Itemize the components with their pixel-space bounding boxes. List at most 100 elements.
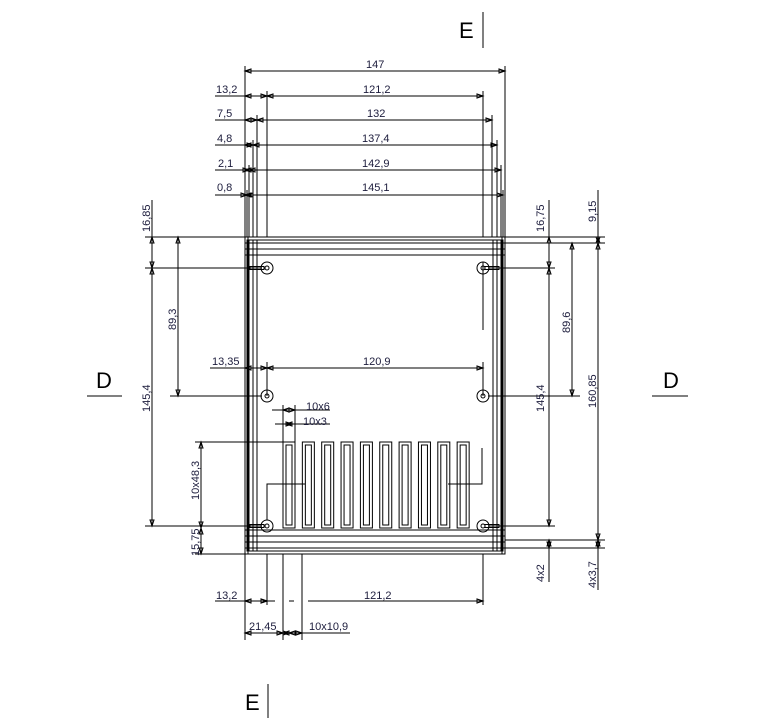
dim-16-75: 16,75 — [535, 204, 547, 232]
arrowhead — [175, 389, 181, 398]
arrowhead — [546, 538, 552, 547]
mounting-hole-center — [480, 523, 486, 529]
arrowhead — [295, 630, 304, 636]
slot-inner — [362, 444, 370, 526]
arrowhead — [251, 142, 260, 148]
arrowhead — [175, 235, 181, 244]
section-label-left: D — [96, 368, 112, 393]
arrowhead — [282, 630, 291, 636]
dim-15-75: 15,75 — [190, 528, 202, 556]
arrowhead — [198, 526, 204, 535]
arrowhead — [260, 365, 269, 371]
arrowhead — [243, 192, 252, 198]
arrowhead — [198, 547, 204, 556]
section-label-bottom: E — [245, 690, 260, 715]
dim-4x2: 4x2 — [535, 564, 547, 582]
arrowhead — [260, 93, 269, 99]
slot-inner — [382, 444, 390, 526]
dim-16-85: 16,85 — [141, 204, 153, 232]
arrowhead — [595, 241, 601, 250]
mounting-hole — [260, 261, 274, 275]
dim-4x3-7: 4x3,7 — [587, 561, 599, 588]
dim-145-1: 145,1 — [362, 182, 390, 194]
arrowhead — [276, 630, 285, 636]
slot — [301, 441, 315, 529]
slot — [417, 441, 431, 529]
slot — [379, 441, 393, 529]
slot — [359, 441, 373, 529]
slot-inner — [304, 444, 312, 526]
arrowhead — [498, 68, 507, 74]
mounting-hole-center — [264, 523, 270, 529]
dim-0-8: 0,8 — [217, 182, 232, 194]
dim-121-2: 121,2 — [363, 84, 391, 96]
arrowhead — [265, 93, 274, 99]
arrowhead — [250, 117, 259, 123]
arrowhead — [285, 421, 294, 427]
slot-inner — [459, 444, 467, 526]
arrowhead — [288, 407, 297, 413]
arrowhead — [149, 235, 155, 244]
dim-89-3: 89,3 — [167, 309, 179, 330]
arrowhead — [569, 389, 575, 398]
dim-13-2: 13,2 — [216, 84, 237, 96]
arrowhead — [265, 365, 274, 371]
arrowhead — [546, 541, 552, 550]
arrowhead — [476, 93, 485, 99]
slot-inner — [420, 444, 428, 526]
arrowhead — [476, 598, 485, 604]
section-label-right: D — [663, 368, 679, 393]
arrowhead — [243, 93, 252, 99]
arrowhead — [243, 598, 252, 604]
dim-142-9: 142,9 — [362, 158, 390, 170]
arrowhead — [546, 261, 552, 270]
arrowhead — [595, 538, 601, 547]
arrowhead — [149, 519, 155, 528]
arrowhead — [569, 241, 575, 250]
leader-line — [266, 483, 305, 520]
dim-9-15: 9,15 — [587, 201, 599, 222]
arrowhead — [546, 266, 552, 275]
arrowhead — [198, 521, 204, 530]
arrowhead — [242, 167, 251, 173]
arrowhead — [243, 142, 252, 148]
arrowhead — [198, 440, 204, 449]
arrowhead — [246, 142, 255, 148]
dim-2-1: 2,1 — [218, 158, 233, 170]
frame-outline — [246, 239, 504, 552]
arrowhead — [595, 533, 601, 542]
dim-21-45: 21,45 — [249, 621, 277, 633]
slot — [456, 441, 470, 529]
section-label-top: E — [459, 18, 474, 43]
dim-132: 132 — [367, 108, 385, 120]
slot — [321, 441, 335, 529]
dimension-labels: E E D D 147 13,2 121,2 7,5 132 4,8 137,4… — [96, 18, 679, 715]
arrowhead — [255, 117, 264, 123]
mounting-hole-center — [264, 265, 270, 271]
frame-outline — [248, 239, 502, 552]
slot-inner — [324, 444, 332, 526]
dim-right-145-4: 145,4 — [535, 384, 547, 412]
dim-10x3: 10x3 — [303, 416, 327, 428]
dim-120-9: 120,9 — [363, 356, 391, 368]
arrowhead — [149, 266, 155, 275]
dim-13-35: 13,35 — [212, 356, 240, 368]
dim-137-4: 137,4 — [362, 133, 390, 145]
slot-inner — [285, 444, 293, 526]
dim-4-8: 4,8 — [217, 133, 232, 145]
slot — [282, 441, 296, 529]
arrowhead — [243, 68, 252, 74]
slot-inner — [343, 444, 351, 526]
arrowhead — [287, 630, 296, 636]
arrowhead — [546, 235, 552, 244]
arrowhead — [243, 630, 252, 636]
arrowhead — [595, 541, 601, 550]
dim-left-145-4: 145,4 — [141, 384, 153, 412]
dim-160-85: 160,85 — [587, 374, 599, 408]
drawing-geometry — [87, 12, 688, 718]
leader-line — [448, 448, 483, 485]
arrowhead — [149, 261, 155, 270]
dim-10x6: 10x6 — [306, 401, 330, 413]
arrowhead — [485, 117, 494, 123]
